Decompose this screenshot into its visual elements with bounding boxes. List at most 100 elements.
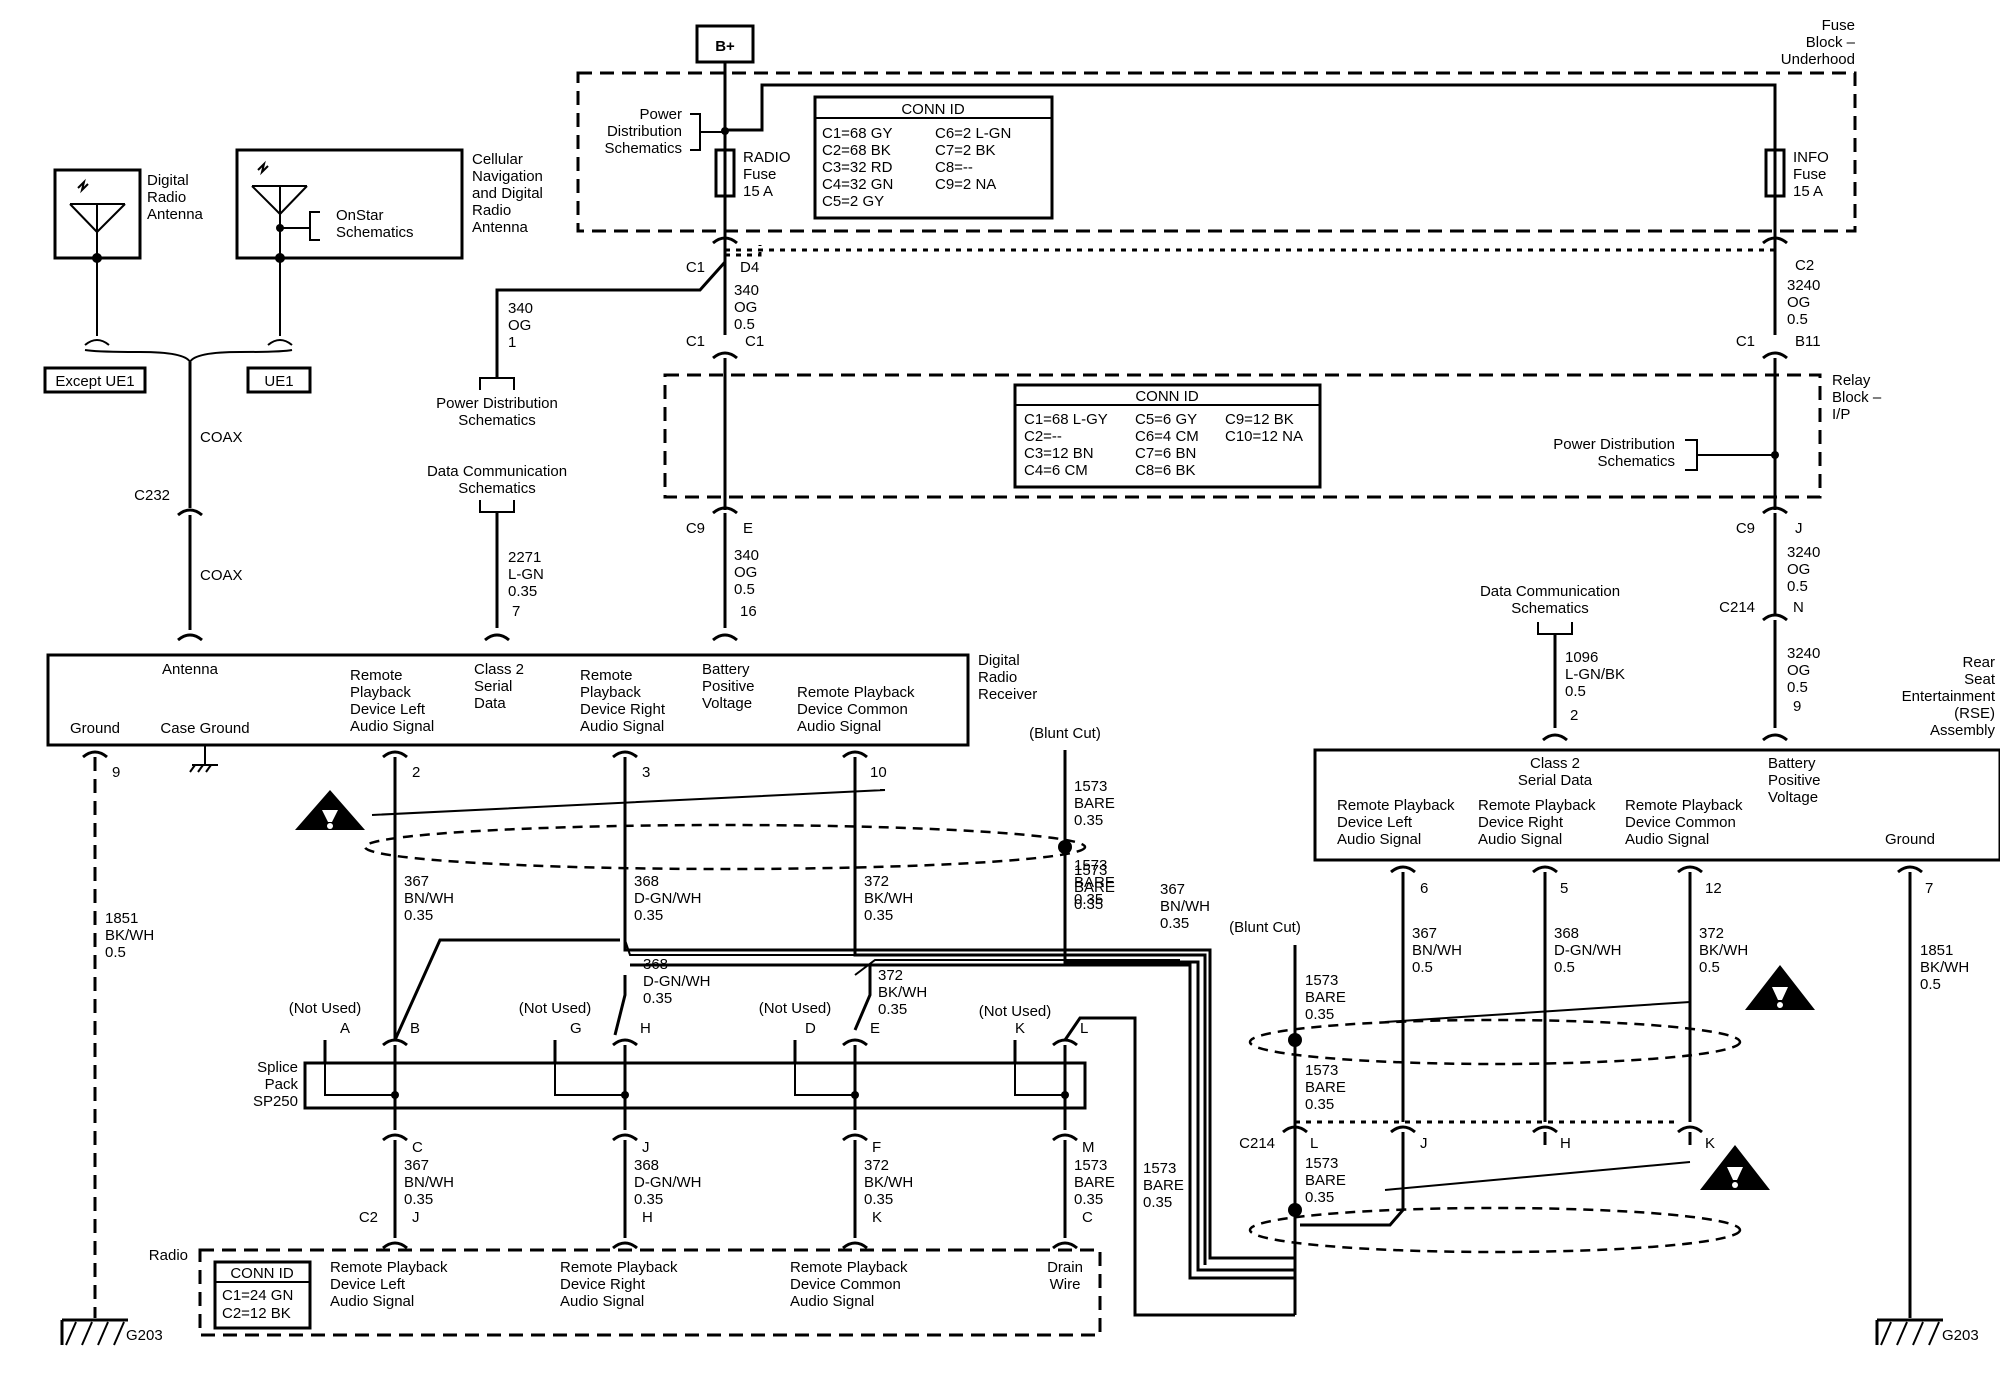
svg-text:C2=12 BK: C2=12 BK <box>222 1305 291 1322</box>
svg-text:372: 372 <box>878 967 903 984</box>
svg-text:Serial: Serial <box>474 678 512 695</box>
svg-text:Data Communication: Data Communication <box>1480 583 1620 600</box>
svg-text:Drain: Drain <box>1047 1259 1083 1276</box>
svg-text:0.35: 0.35 <box>1160 915 1189 932</box>
svg-text:368: 368 <box>634 1157 659 1174</box>
svg-text:Device Left: Device Left <box>330 1276 406 1293</box>
svg-text:368: 368 <box>643 956 668 973</box>
svg-text:BARE: BARE <box>1074 879 1115 896</box>
info-fuse-label: INFO Fuse 15 A <box>1793 149 1829 200</box>
svg-text:367: 367 <box>1412 925 1437 942</box>
svg-text:C214: C214 <box>1719 599 1755 616</box>
svg-text:G203: G203 <box>126 1327 163 1344</box>
svg-text:15 A: 15 A <box>1793 183 1823 200</box>
svg-text:0.35: 0.35 <box>1074 896 1103 913</box>
svg-text:BK/WH: BK/WH <box>878 984 927 1001</box>
wire-label-1573-h: 1573 BARE 0.35 <box>1305 1155 1346 1206</box>
svg-text:BARE: BARE <box>1305 989 1346 1006</box>
svg-text:367: 367 <box>1160 881 1185 898</box>
svg-text:1573: 1573 <box>1305 1062 1338 1079</box>
svg-text:0.35: 0.35 <box>634 1191 663 1208</box>
svg-text:Positive: Positive <box>1768 772 1821 789</box>
svg-text:1573: 1573 <box>1143 1160 1176 1177</box>
svg-text:1573: 1573 <box>1074 862 1107 879</box>
svg-text:BK/WH: BK/WH <box>864 1174 913 1191</box>
svg-text:Audio Signal: Audio Signal <box>1478 831 1562 848</box>
svg-text:Radio: Radio <box>978 669 1017 686</box>
svg-text:M: M <box>1082 1139 1095 1156</box>
splice-bottom-pins: C J F M <box>412 1139 1095 1156</box>
svg-text:0.35: 0.35 <box>864 1191 893 1208</box>
splice-pack-label: Splice Pack SP250 <box>253 1059 299 1110</box>
wire-label-372-c: 372 BK/WH 0.35 <box>864 1157 913 1208</box>
svg-text:6: 6 <box>1420 880 1428 897</box>
svg-text:Schematics: Schematics <box>604 140 682 157</box>
svg-text:C1=68 GY: C1=68 GY <box>822 125 892 142</box>
svg-text:0.5: 0.5 <box>1699 959 1720 976</box>
wire-label-1573-d: 1573 BARE 0.35 <box>1143 1160 1184 1211</box>
svg-text:Remote Playback: Remote Playback <box>560 1259 678 1276</box>
svg-text:C8=--: C8=-- <box>935 159 973 176</box>
svg-text:L: L <box>1310 1135 1318 1152</box>
svg-text:CONN ID: CONN ID <box>901 101 965 118</box>
connector-c2 <box>1762 236 1788 245</box>
svg-text:C1: C1 <box>1736 333 1755 350</box>
svg-text:Digital: Digital <box>147 172 189 189</box>
svg-text:0.35: 0.35 <box>1143 1194 1172 1211</box>
svg-text:Remote Playback: Remote Playback <box>1478 797 1596 814</box>
wire-label-340-c: 340 OG 0.5 <box>734 547 759 598</box>
svg-text:Positive: Positive <box>702 678 755 695</box>
svg-text:C2: C2 <box>1795 257 1814 274</box>
receiver-rp-right-label: Remote Playback Device Right Audio Signa… <box>580 667 666 735</box>
svg-text:Device Common: Device Common <box>790 1276 901 1293</box>
svg-text:0.35: 0.35 <box>864 907 893 924</box>
ue1-box <box>246 366 312 394</box>
svg-text:COAX: COAX <box>200 429 243 446</box>
shield-rse-top <box>1248 1018 1742 1066</box>
cellular-antenna: OnStar Schematics <box>235 148 464 263</box>
svg-text:Device Common: Device Common <box>797 701 908 718</box>
radio-fuse <box>714 148 736 198</box>
svg-text:C3=32 RD: C3=32 RD <box>822 159 893 176</box>
wire-label-1573-a: 1573 BARE 0.35 <box>1074 778 1115 829</box>
warning-icon <box>1700 1145 1770 1190</box>
data-communication-ref-2: Data Communication Schematics <box>1480 583 1620 635</box>
svg-text:Navigation: Navigation <box>472 168 543 185</box>
svg-text:0.5: 0.5 <box>1787 679 1808 696</box>
svg-text:G: G <box>570 1020 582 1037</box>
svg-text:15 A: 15 A <box>743 183 773 200</box>
power-distribution-ref-2: Power Distribution Schematics <box>436 377 558 429</box>
svg-text:C9: C9 <box>1736 520 1755 537</box>
svg-text:B: B <box>410 1020 420 1037</box>
splice-top-pins: A B G H D E K L <box>340 1020 1088 1037</box>
svg-text:0.35: 0.35 <box>508 583 537 600</box>
svg-text:Antenna: Antenna <box>472 219 529 236</box>
svg-text:3240: 3240 <box>1787 277 1820 294</box>
svg-text:Device Right: Device Right <box>1478 814 1564 831</box>
svg-text:L-GN/BK: L-GN/BK <box>1565 666 1625 683</box>
svg-text:0.35: 0.35 <box>878 1001 907 1018</box>
svg-text:F: F <box>872 1139 881 1156</box>
svg-text:Serial Data: Serial Data <box>1518 772 1593 789</box>
svg-text:L-GN: L-GN <box>508 566 544 583</box>
svg-text:C6=4 CM: C6=4 CM <box>1135 428 1199 445</box>
radio-fuse-label: RADIO Fuse 15 A <box>743 149 791 200</box>
svg-text:Audio Signal: Audio Signal <box>350 718 434 735</box>
svg-text:Fuse: Fuse <box>1822 17 1855 34</box>
svg-text:16: 16 <box>740 603 757 620</box>
svg-text:9: 9 <box>112 764 120 781</box>
svg-text:Wire: Wire <box>1050 1276 1081 1293</box>
svg-text:Splice: Splice <box>257 1059 298 1076</box>
svg-text:Fuse: Fuse <box>1793 166 1826 183</box>
svg-text:Audio Signal: Audio Signal <box>560 1293 644 1310</box>
wire-label-1573-b: 1573 BARE 0.35 <box>1074 862 1115 913</box>
svg-text:Underhood: Underhood <box>1781 51 1855 68</box>
svg-text:367: 367 <box>404 873 429 890</box>
connector-c214-l <box>1282 1125 1308 1134</box>
svg-text:C1: C1 <box>686 259 705 276</box>
wire-label-372-d: 372 BK/WH 0.5 <box>1699 925 1748 976</box>
svg-text:0.5: 0.5 <box>1412 959 1433 976</box>
svg-text:C214: C214 <box>1239 1135 1275 1152</box>
svg-text:Schematics: Schematics <box>458 480 536 497</box>
connector-c9-e <box>712 506 738 515</box>
